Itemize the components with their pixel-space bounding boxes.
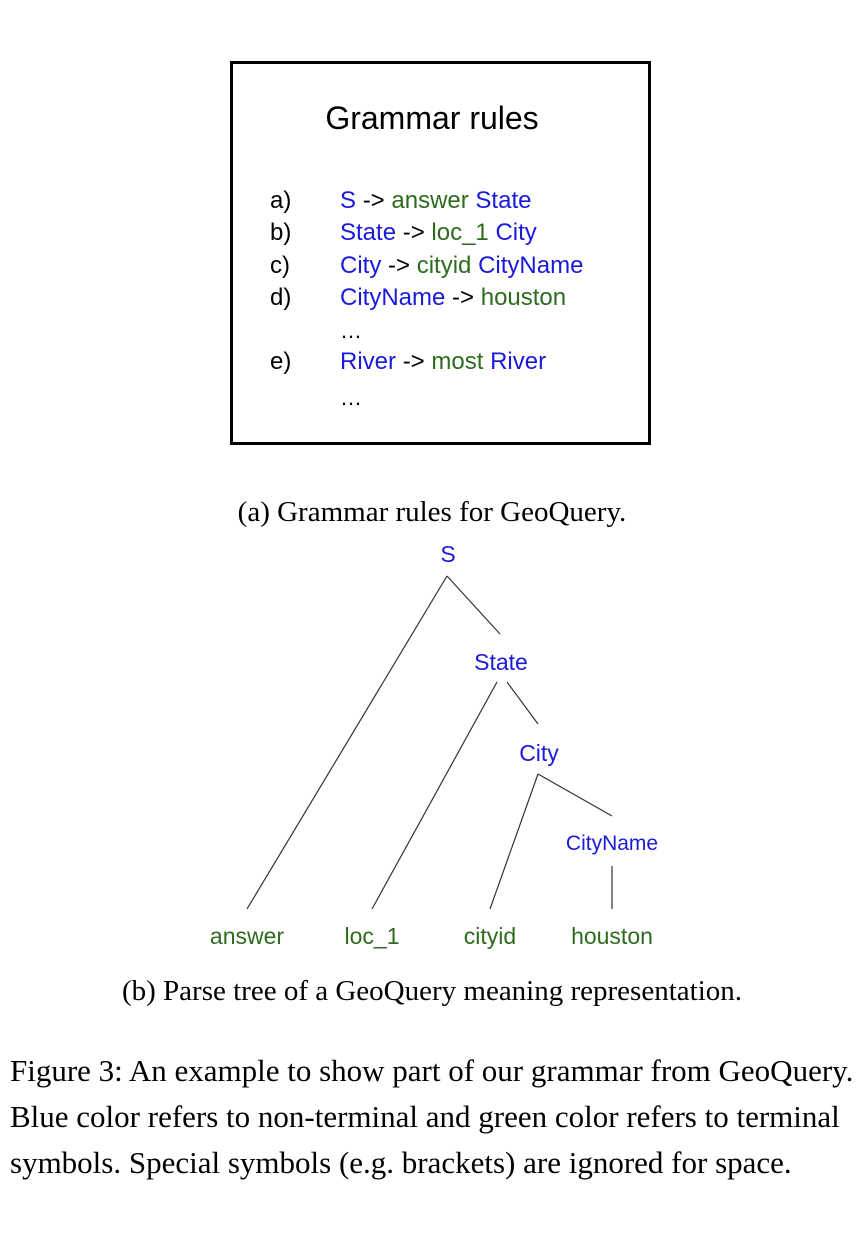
rule-e: River -> most River — [340, 348, 546, 376]
grammar-rules-title: Grammar rules — [325, 100, 539, 136]
tree-leaf-houston: houston — [571, 923, 653, 949]
rule-label-a: a) — [270, 187, 292, 214]
rule-a: S -> answer State — [340, 187, 531, 215]
rule-token: River — [340, 348, 397, 375]
tree-leaf-answer: answer — [210, 923, 284, 949]
rule-arrow: -> — [362, 187, 385, 214]
rule-arrow: -> — [402, 348, 425, 375]
rule-arrow: -> — [388, 252, 411, 279]
rule-c: City -> cityid CityName — [340, 252, 583, 280]
rule-b: State -> loc_1 City — [340, 219, 537, 247]
tree-edge — [506, 681, 539, 725]
parse-tree: S State City CityName answer loc_1 cityi… — [210, 541, 658, 949]
rule-token: CityName — [340, 284, 446, 311]
rule-token: cityid — [416, 252, 472, 279]
tree-node-City: City — [519, 740, 559, 766]
figure-caption: Figure 3: An example to show part of our… — [10, 1053, 854, 1180]
rule-token: River — [490, 348, 547, 375]
rule-arrow: -> — [402, 219, 425, 246]
rule-token: State — [340, 219, 397, 246]
rule-label-e: e) — [270, 348, 292, 375]
rule-label-b: b) — [270, 219, 292, 246]
tree-node-CityName: CityName — [566, 832, 658, 855]
rule-token: S — [340, 187, 357, 214]
tree-leaf-loc_1: loc_1 — [345, 923, 400, 949]
rule-token: State — [475, 187, 532, 214]
tree-edge — [489, 773, 539, 910]
rule-token: answer — [391, 187, 469, 214]
caption-a: (a) Grammar rules for GeoQuery. — [237, 496, 627, 528]
ellipsis: … — [340, 318, 362, 343]
tree-edge — [537, 773, 613, 817]
tree-node-State: State — [474, 649, 528, 675]
rule-token: City — [495, 219, 537, 246]
caption-b: (b) Parse tree of a GeoQuery meaning rep… — [121, 975, 743, 1007]
grammar-rules-box — [230, 61, 651, 445]
tree-edge — [446, 575, 501, 635]
rule-label-c: c) — [270, 252, 290, 279]
rule-label-d: d) — [270, 284, 292, 311]
tree-edge — [371, 681, 498, 910]
tree-node-S: S — [440, 541, 455, 567]
rule-token: houston — [480, 284, 567, 311]
rule-token: City — [340, 252, 382, 279]
rule-token: CityName — [478, 252, 584, 279]
rule-arrow: -> — [452, 284, 475, 311]
rule-d: CityName -> houston — [340, 284, 566, 312]
ellipsis: … — [340, 385, 362, 410]
rule-token: loc_1 — [431, 219, 489, 246]
rule-token: most — [431, 348, 484, 375]
tree-leaf-cityid: cityid — [464, 923, 516, 949]
tree-edge — [246, 575, 448, 910]
